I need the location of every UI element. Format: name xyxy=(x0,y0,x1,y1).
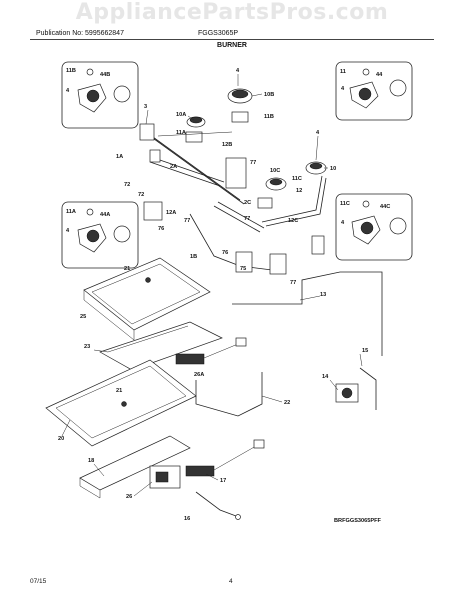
callout-label: 76 xyxy=(222,250,228,256)
callout-label: 10B xyxy=(264,92,274,98)
callout-label: 12B xyxy=(222,142,232,148)
burner-head-10C xyxy=(265,177,287,191)
callout-label: 21 xyxy=(124,266,130,272)
header-divider xyxy=(30,39,434,40)
leader-lines xyxy=(61,74,363,497)
callout-label: 4 xyxy=(66,88,70,94)
callout-labels: 4 10B 10A 3 11A 11B 12B 77 4 10 1A 2A 72… xyxy=(58,68,382,524)
gas-line-13 xyxy=(232,271,383,356)
burner-tube-23 xyxy=(99,321,223,371)
burner-head-10A xyxy=(186,116,206,128)
callout-label: 13 xyxy=(320,292,326,298)
pressure-regulator-14 xyxy=(335,383,359,403)
callout-label: 4 xyxy=(316,130,320,136)
burner-head-10B xyxy=(227,88,253,104)
callout-label: 4 xyxy=(341,86,345,92)
callout-label: 44C xyxy=(380,204,390,210)
callout-label: 10 xyxy=(330,166,336,172)
footer-page-number: 4 xyxy=(229,578,233,585)
igniter-26 xyxy=(185,439,265,477)
gas-line-22 xyxy=(195,372,263,417)
callout-label: 12C xyxy=(288,218,298,224)
callout-label: 72 xyxy=(138,192,144,198)
burner-base-11A xyxy=(185,131,203,143)
callout-label: 25 xyxy=(80,314,86,320)
footer-date: 07/15 xyxy=(30,578,47,585)
callout-label: 17 xyxy=(220,478,226,484)
callout-label: 12 xyxy=(296,188,302,194)
callout-label: 44B xyxy=(100,72,110,78)
oven-valve-17 xyxy=(149,465,181,489)
broil-tray-18 xyxy=(79,435,191,499)
callout-label: 21 xyxy=(116,388,122,394)
callout-label: 72 xyxy=(124,182,130,188)
callout-label: 26 xyxy=(126,494,132,500)
screw-21 xyxy=(121,277,151,407)
watermark: AppliancePartsPros.com xyxy=(75,0,389,25)
inset-title: 11A xyxy=(66,209,76,215)
callout-label: 10C xyxy=(270,168,280,174)
callout-label: 12A xyxy=(166,210,176,216)
gas-line-16 xyxy=(195,491,241,520)
callout-label: 10A xyxy=(176,112,186,118)
callout-label: 15 xyxy=(362,348,368,354)
callout-label: 4 xyxy=(341,220,345,226)
burner-base-11C xyxy=(257,197,273,209)
callout-label: 75 xyxy=(240,266,246,272)
callout-label: 44A xyxy=(100,212,110,218)
burner-box-25 xyxy=(83,257,211,341)
callout-label: 2C xyxy=(244,200,251,206)
callout-label: 11A xyxy=(176,130,186,136)
burner-head-10 xyxy=(305,161,327,175)
section-title: BURNER xyxy=(217,42,247,49)
callout-label: 77 xyxy=(184,218,190,224)
burner-tubes xyxy=(139,123,327,275)
inset-11C: 11C 44C 4 47 xyxy=(335,193,413,261)
burner-base-11B xyxy=(231,111,249,123)
callout-label: 4 xyxy=(236,68,240,74)
callout-label: 1B xyxy=(190,254,197,260)
callout-label: 22 xyxy=(284,400,290,406)
callout-label: 77 xyxy=(290,280,296,286)
callout-label: 26A xyxy=(194,372,204,378)
publication-number: Publication No: 5995662847 xyxy=(36,30,124,37)
inset-title: 11C xyxy=(340,201,350,207)
callout-label: 76 xyxy=(158,226,164,232)
inset-11A: 11A 44A 4 47 xyxy=(61,201,139,269)
gas-line-15 xyxy=(359,367,377,410)
diagram-code: BRFGGS3065PFF xyxy=(334,518,382,524)
callout-label: 11C xyxy=(292,176,302,182)
callout-label: 11B xyxy=(264,114,274,120)
callout-label: 1A xyxy=(116,154,123,160)
callout-label: 3 xyxy=(144,104,147,110)
callout-label: 44 xyxy=(376,72,383,78)
oven-burner-20 xyxy=(45,359,197,447)
inset-11B: 11B 44B 4 47 xyxy=(61,61,139,129)
callout-label: 77 xyxy=(250,160,256,166)
model-number: FGGS3065P xyxy=(198,30,239,37)
callout-label: 23 xyxy=(84,344,90,350)
inset-title: 11B xyxy=(66,68,76,74)
callout-label: 18 xyxy=(88,458,94,464)
inset-11: 11 44 4 47 xyxy=(335,61,413,121)
inset-title: 11 xyxy=(340,69,346,75)
callout-label: 16 xyxy=(184,516,190,522)
callout-label: 2A xyxy=(170,164,177,170)
callout-label: 14 xyxy=(322,374,329,380)
callout-label: 77 xyxy=(244,216,250,222)
igniter-26A xyxy=(175,337,247,365)
callout-label: 4 xyxy=(66,228,70,234)
callout-label: 20 xyxy=(58,436,64,442)
